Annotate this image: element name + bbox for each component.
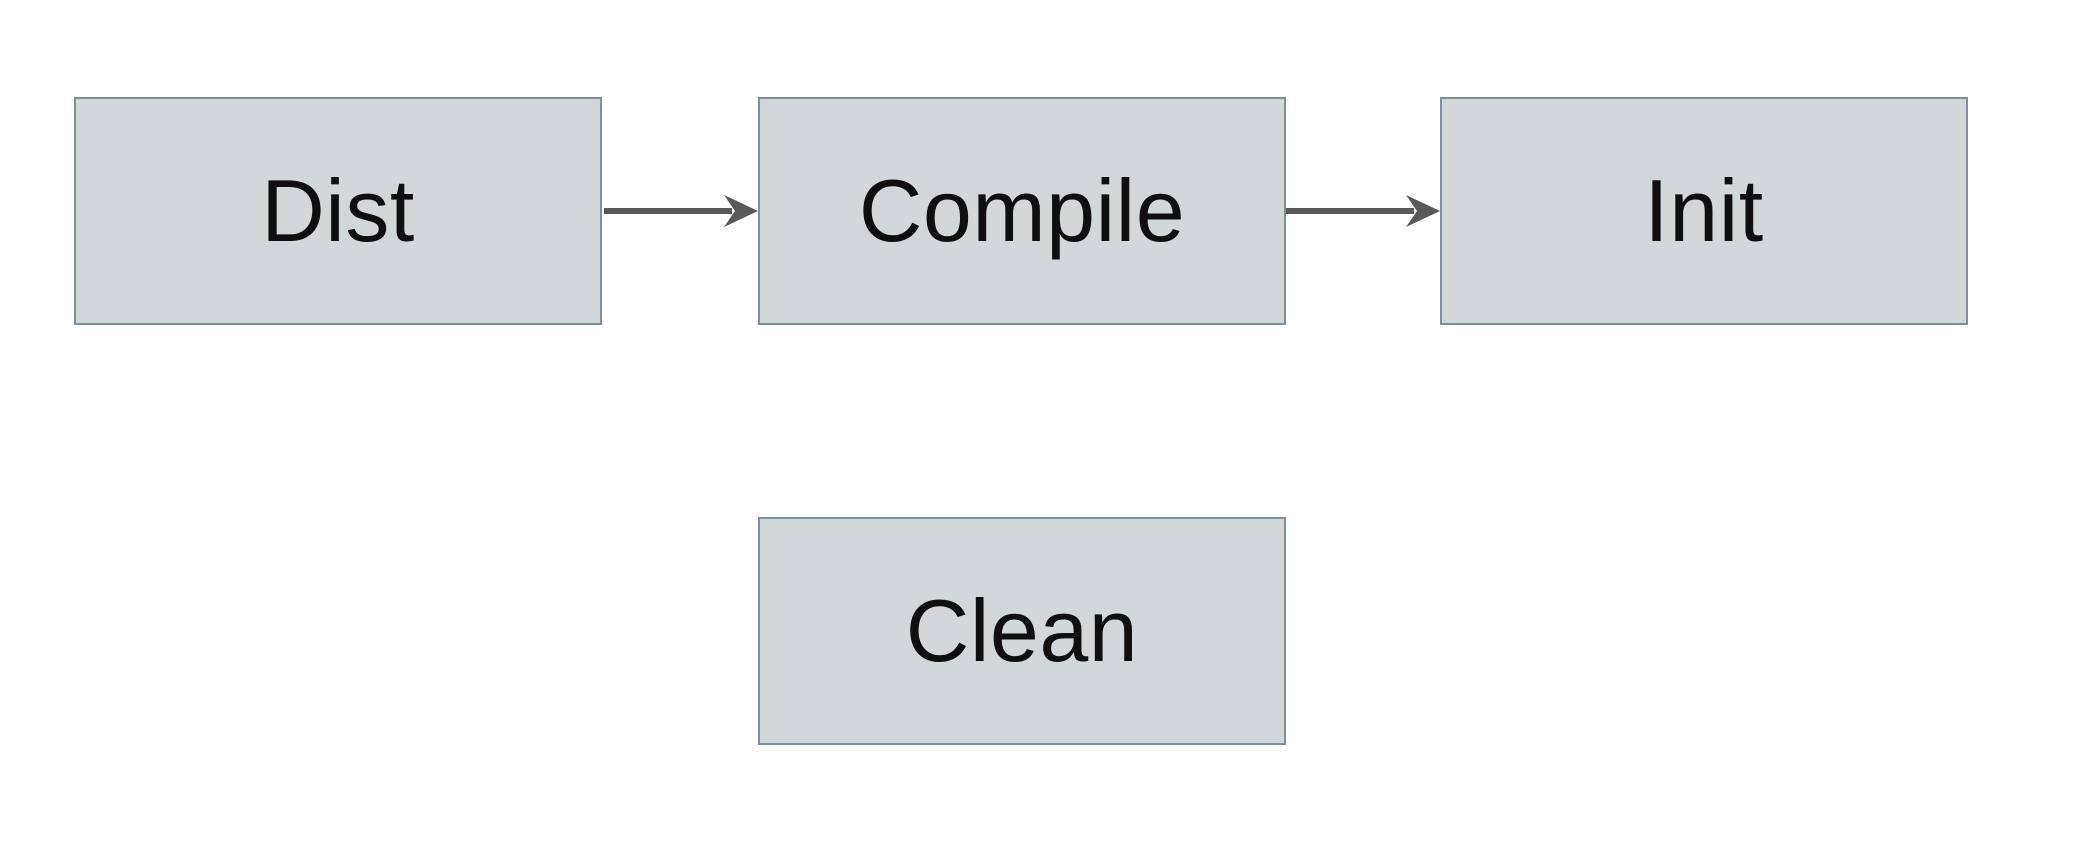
node-compile-label: Compile [858, 161, 1186, 260]
arrow-dist-to-compile-icon [604, 195, 758, 227]
arrow-compile-to-init-icon [1286, 195, 1440, 227]
node-dist-label: Dist [261, 161, 415, 260]
node-clean-label: Clean [905, 581, 1139, 680]
node-clean: Clean [758, 517, 1286, 745]
node-compile: Compile [758, 97, 1286, 325]
node-init-label: Init [1644, 161, 1764, 260]
node-init: Init [1440, 97, 1968, 325]
node-dist: Dist [74, 97, 602, 325]
